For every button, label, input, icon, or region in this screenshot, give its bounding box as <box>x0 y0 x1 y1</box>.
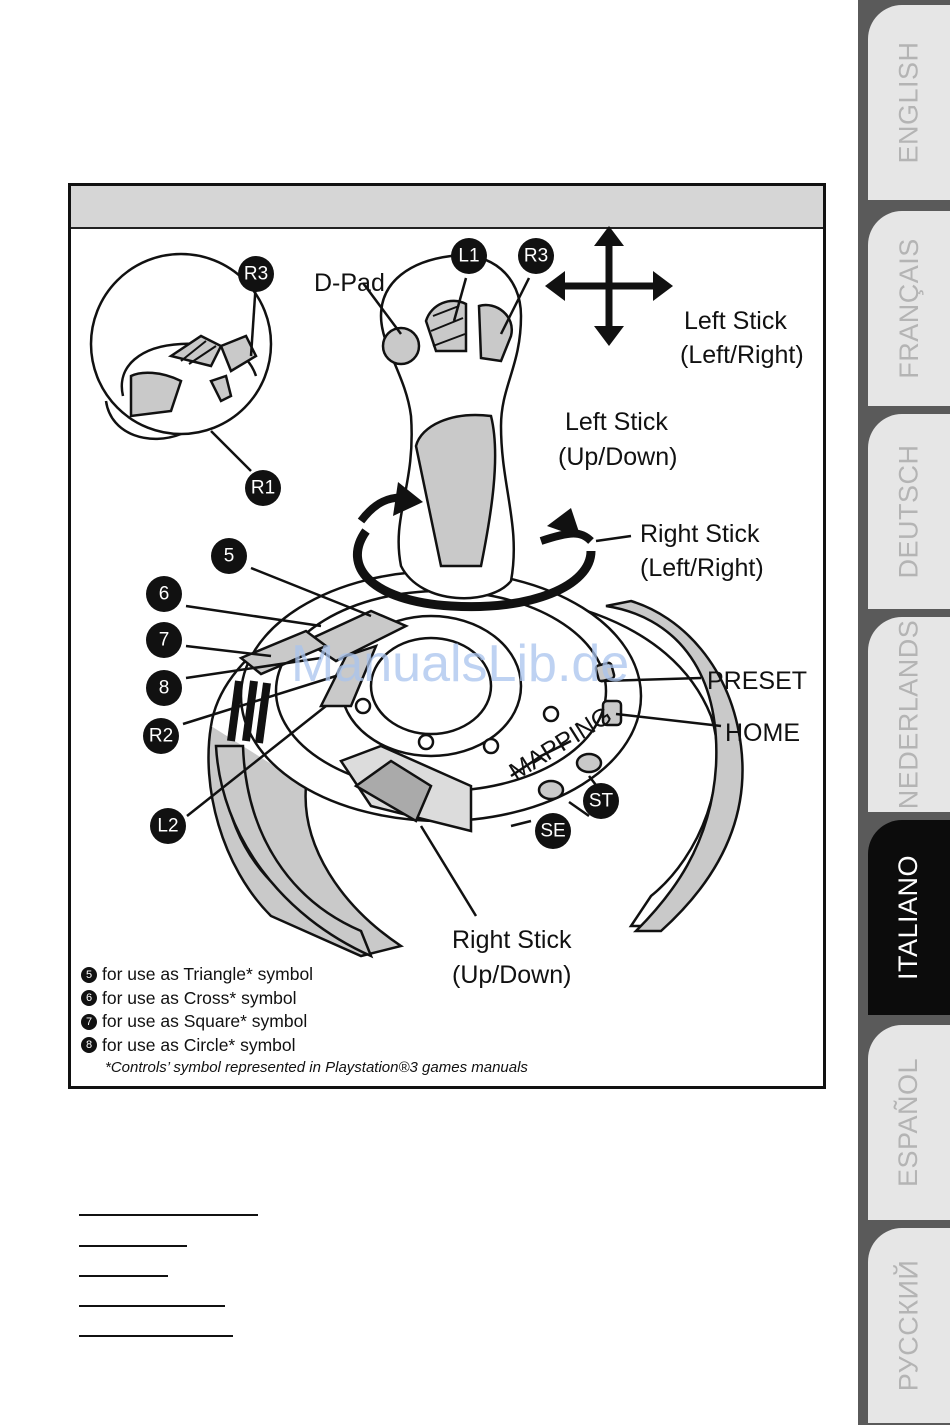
legend-text: for use as Triangle* symbol <box>102 964 314 985</box>
tab-francais-label: FRANÇAIS <box>893 238 924 379</box>
badge-se: SE <box>535 813 571 849</box>
legend-num: 5 <box>81 966 97 983</box>
badge-5: 5 <box>211 538 247 574</box>
label-right-stick-lr-2: (Left/Right) <box>640 554 764 582</box>
badge-st: ST <box>583 783 619 819</box>
svg-text:R2: R2 <box>149 726 173 747</box>
rotation-arrow <box>352 482 596 612</box>
label-home: HOME <box>725 719 800 747</box>
legend-num: 8 <box>81 1037 97 1054</box>
joystick-diagram-figure: R3 R1 L1 R3 5 6 7 8 R2 L2 ST SE D-Pad Le… <box>68 183 826 1089</box>
watermark: ManualsLib.de <box>291 635 629 693</box>
svg-text:8: 8 <box>159 678 170 699</box>
blank-line <box>79 1305 225 1307</box>
badge-r2: R2 <box>143 718 179 754</box>
legend-text: for use as Square* symbol <box>102 1011 308 1032</box>
svg-text:5: 5 <box>224 546 235 567</box>
tab-deutsch[interactable]: DEUTSCH <box>868 414 950 609</box>
joystick-illustration: R3 R1 L1 R3 5 6 7 8 R2 L2 ST SE D-Pad Le… <box>89 226 807 989</box>
tab-nederlands-label: NEDERLANDS <box>893 619 924 810</box>
legend-text: for use as Circle* symbol <box>102 1034 296 1055</box>
legend-row: 8 for use as Circle* symbol <box>81 1034 581 1058</box>
svg-text:7: 7 <box>159 630 170 651</box>
blank-line <box>79 1245 187 1247</box>
label-left-stick-lr-2: (Left/Right) <box>680 341 804 369</box>
joystick-stick <box>379 254 523 600</box>
badge-r3-top: R3 <box>518 238 554 274</box>
leader-lines <box>182 277 722 917</box>
svg-text:R3: R3 <box>244 264 268 285</box>
legend-footnote: *Controls’ symbol represented in Playsta… <box>105 1059 528 1076</box>
badge-l2: L2 <box>150 808 186 844</box>
label-preset: PRESET <box>707 667 807 695</box>
inset-detail <box>89 252 273 441</box>
badge-6: 6 <box>146 576 182 612</box>
label-right-stick-ud-2: (Up/Down) <box>452 961 571 989</box>
badge-7: 7 <box>146 622 182 658</box>
badge-8: 8 <box>146 670 182 706</box>
tab-russian-label: РУССКИЙ <box>893 1259 924 1392</box>
blank-line <box>79 1335 233 1337</box>
label-left-stick-ud-1: Left Stick <box>565 408 668 436</box>
tab-espanol[interactable]: ESPAÑOL <box>868 1025 950 1220</box>
badge-l1: L1 <box>451 238 487 274</box>
label-dpad: D-Pad <box>314 269 385 297</box>
label-right-stick-lr-1: Right Stick <box>640 520 760 548</box>
tab-espanol-label: ESPAÑOL <box>893 1057 924 1188</box>
tab-francais[interactable]: FRANÇAIS <box>868 211 950 406</box>
svg-text:L2: L2 <box>157 816 178 837</box>
blank-line <box>79 1214 258 1216</box>
joystick-base <box>207 569 744 959</box>
badge-r1: R1 <box>245 470 281 506</box>
label-left-stick-ud-2: (Up/Down) <box>558 443 677 471</box>
tab-english-label: ENGLISH <box>893 41 924 164</box>
legend-row: 5 for use as Triangle* symbol <box>81 963 581 987</box>
tab-deutsch-label: DEUTSCH <box>893 444 924 579</box>
label-left-stick-lr-1: Left Stick <box>684 307 787 335</box>
legend-text: for use as Cross* symbol <box>102 987 297 1008</box>
legend-row: 6 for use as Cross* symbol <box>81 987 581 1011</box>
tab-italiano[interactable]: ITALIANO <box>868 820 950 1015</box>
language-tab-bar: ENGLISH FRANÇAIS DEUTSCH NEDERLANDS ITAL… <box>858 0 950 1425</box>
tab-nederlands[interactable]: NEDERLANDS <box>868 617 950 812</box>
svg-text:L1: L1 <box>458 246 479 267</box>
svg-text:6: 6 <box>159 584 170 605</box>
tab-english[interactable]: ENGLISH <box>868 5 950 200</box>
svg-text:R3: R3 <box>524 246 548 267</box>
svg-text:R1: R1 <box>251 478 275 499</box>
tab-russian[interactable]: РУССКИЙ <box>868 1228 950 1423</box>
figure-header-bar <box>71 186 823 229</box>
svg-text:SE: SE <box>540 821 565 842</box>
label-right-stick-ud-1: Right Stick <box>452 926 572 954</box>
legend: 5 for use as Triangle* symbol 6 for use as… <box>81 963 581 1076</box>
svg-text:ST: ST <box>589 791 614 812</box>
legend-row: 7 for use as Square* symbol <box>81 1010 581 1034</box>
badge-r3-inset: R3 <box>238 256 274 292</box>
left-stick-cross-arrow <box>545 226 673 346</box>
legend-num: 7 <box>81 1013 97 1030</box>
tab-italiano-label: ITALIANO <box>893 854 924 981</box>
legend-num: 6 <box>81 990 97 1007</box>
blank-line <box>79 1275 168 1277</box>
